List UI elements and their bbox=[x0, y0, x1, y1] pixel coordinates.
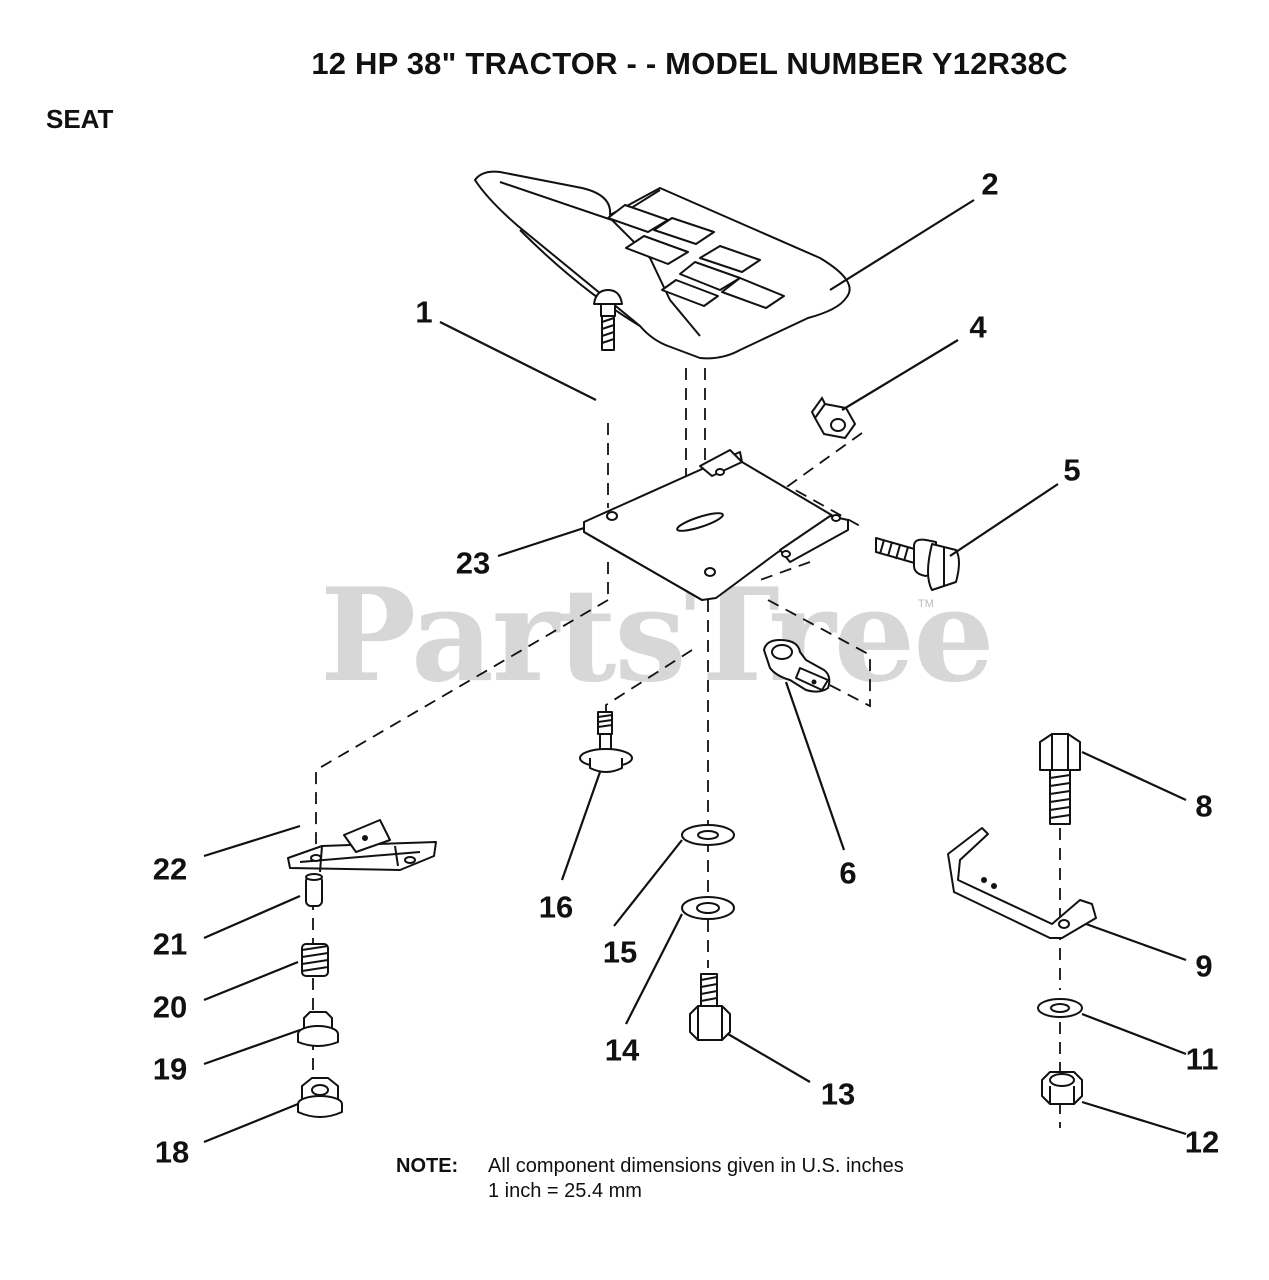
shoulder-bolt-16-part bbox=[579, 711, 633, 773]
callout-12: 12 bbox=[1184, 1124, 1220, 1160]
callout-18: 18 bbox=[154, 1134, 190, 1170]
watermark-trademark: TM bbox=[918, 598, 934, 610]
callout-5: 5 bbox=[1063, 452, 1081, 488]
callout-14: 14 bbox=[604, 1032, 640, 1068]
dimension-note: NOTE: All component dimensions given in U… bbox=[396, 1154, 904, 1204]
seat-part bbox=[474, 170, 851, 360]
callout-21: 21 bbox=[152, 926, 188, 962]
section-label: SEAT bbox=[46, 104, 114, 134]
callout-22: 22 bbox=[152, 851, 188, 887]
assembly-dashed-lines bbox=[312, 368, 1061, 1128]
washer-11-part bbox=[1037, 998, 1083, 1018]
hex-bolt-8-part bbox=[1039, 733, 1081, 825]
shoulder-bolt-part bbox=[875, 537, 960, 591]
callout-2: 2 bbox=[981, 166, 999, 202]
callout-13: 13 bbox=[820, 1076, 856, 1112]
spring-part bbox=[301, 943, 329, 977]
flange-bolt-19-part bbox=[297, 1011, 339, 1047]
callout-23: 23 bbox=[455, 545, 491, 581]
washer-15-part bbox=[681, 824, 735, 846]
callout-20: 20 bbox=[152, 989, 188, 1025]
callout-16: 16 bbox=[538, 889, 574, 925]
callout-8: 8 bbox=[1195, 788, 1213, 824]
note-line-1: All component dimensions given in U.S. i… bbox=[488, 1155, 904, 1177]
note-body: All component dimensions given in U.S. i… bbox=[488, 1154, 904, 1204]
page-title: 12 HP 38" TRACTOR - - MODEL NUMBER Y12R3… bbox=[311, 46, 1068, 81]
note-label: NOTE: bbox=[396, 1155, 459, 1177]
callout-1: 1 bbox=[415, 294, 433, 330]
pin-part bbox=[305, 873, 323, 907]
partstree-watermark: PartsTree bbox=[320, 561, 995, 711]
note-line-2: 1 inch = 25.4 mm bbox=[488, 1180, 642, 1202]
hex-nut-part bbox=[810, 396, 856, 439]
lock-washer-part bbox=[681, 896, 735, 920]
slide-plate-part bbox=[287, 819, 437, 873]
hex-bolt-13-part bbox=[689, 973, 731, 1041]
seat-stop-clip-part bbox=[763, 639, 831, 693]
flange-nut-part bbox=[297, 1077, 343, 1118]
callout-9: 9 bbox=[1195, 948, 1213, 984]
callout-6: 6 bbox=[839, 855, 857, 891]
callout-15: 15 bbox=[602, 934, 638, 970]
callout-11: 11 bbox=[1185, 1041, 1219, 1077]
carriage-bolt-part bbox=[593, 289, 623, 351]
seat-pan-bracket-part bbox=[583, 449, 849, 601]
callout-4: 4 bbox=[969, 309, 987, 345]
lock-nut-part bbox=[1041, 1071, 1083, 1105]
mounting-bracket-part bbox=[947, 827, 1097, 939]
callout-19: 19 bbox=[152, 1051, 188, 1087]
callout-leader-lines bbox=[203, 199, 1187, 1144]
